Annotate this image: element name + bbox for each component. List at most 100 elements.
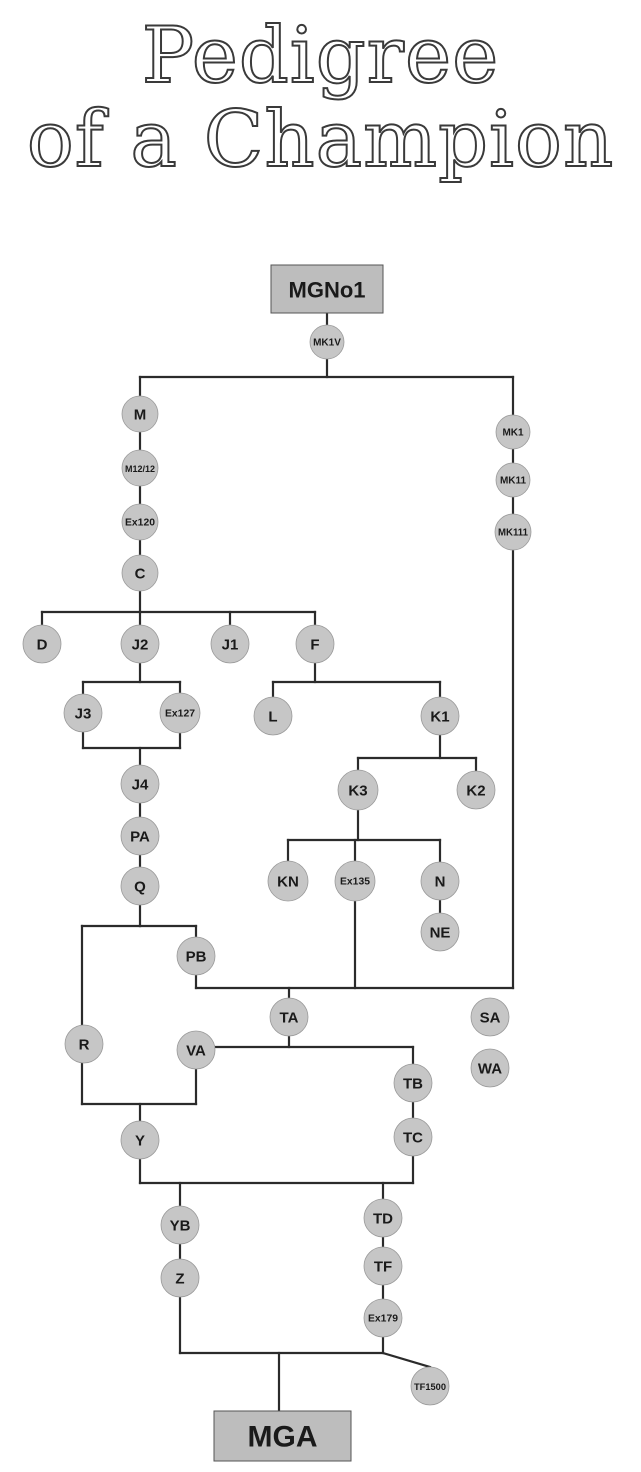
model-node-label: Ex127 [165, 709, 195, 720]
model-node-label: Y [135, 1133, 145, 1150]
model-node-f: F [295, 624, 335, 664]
model-node-tb: TB [393, 1063, 433, 1103]
model-node-mk1v: MK1V [309, 324, 345, 360]
model-node-pa: PA [120, 816, 160, 856]
model-box-mgno1: MGNo1 [270, 264, 384, 314]
model-node-circle [393, 1117, 433, 1157]
model-node-label: MK1 [502, 428, 524, 439]
model-node-label: C [135, 566, 146, 583]
model-node-label: J4 [132, 777, 149, 794]
model-node-circle [420, 696, 460, 736]
model-node-l: L [253, 696, 293, 736]
model-node-label: J1 [222, 637, 239, 654]
model-node-wa: WA [470, 1048, 510, 1088]
model-box-label: MGNo1 [289, 278, 366, 303]
model-node-tf1500: TF1500 [410, 1366, 450, 1406]
model-node-ex120: Ex120 [121, 503, 159, 541]
model-box-shape [270, 264, 384, 314]
model-node-circle [176, 1030, 216, 1070]
model-node-d: D [22, 624, 62, 664]
model-node-mk11: MK11 [495, 462, 531, 498]
model-node-circle [363, 1246, 403, 1286]
model-box-label: MGA [248, 1421, 318, 1454]
model-node-circle [410, 1366, 450, 1406]
model-node-circle [267, 860, 309, 902]
model-node-label: PB [186, 949, 207, 966]
model-node-m: M [121, 395, 159, 433]
model-node-circle [176, 936, 216, 976]
model-node-ta: TA [269, 997, 309, 1037]
model-node-label: NE [430, 925, 451, 942]
model-node-label: D [37, 637, 48, 654]
model-node-label: Ex120 [125, 518, 155, 529]
model-node-y: Y [120, 1120, 160, 1160]
model-node-ex179: Ex179 [363, 1298, 403, 1338]
model-node-circle [121, 395, 159, 433]
connector-lines [40, 293, 515, 1413]
model-node-ne: NE [420, 912, 460, 952]
model-node-mk1: MK1 [495, 414, 531, 450]
model-box-shape [213, 1410, 352, 1462]
model-node-kn: KN [267, 860, 309, 902]
model-node-label: M [134, 407, 147, 424]
model-node-label: F [310, 637, 319, 654]
title-line-2: of a Champion [26, 95, 615, 185]
model-node-label: K3 [348, 783, 367, 800]
model-node-k1: K1 [420, 696, 460, 736]
model-node-circle [363, 1198, 403, 1238]
model-node-circle [309, 324, 345, 360]
model-node-tf: TF [363, 1246, 403, 1286]
model-node-yb: YB [160, 1205, 200, 1245]
model-node-label: R [79, 1037, 90, 1054]
model-node-circle [337, 769, 379, 811]
model-node-circle [160, 1205, 200, 1245]
model-node-label: VA [186, 1043, 206, 1060]
model-node-ex127: Ex127 [159, 692, 201, 734]
model-node-label: N [435, 874, 446, 891]
model-node-m12-12: M12/12 [121, 449, 159, 487]
model-node-circle [420, 861, 460, 901]
model-node-circle [22, 624, 62, 664]
model-node-j3: J3 [63, 693, 103, 733]
model-node-label: J2 [132, 637, 149, 654]
model-node-sa: SA [470, 997, 510, 1037]
model-node-k2: K2 [456, 770, 496, 810]
model-node-n: N [420, 861, 460, 901]
model-node-circle [334, 860, 376, 902]
model-node-j4: J4 [120, 764, 160, 804]
model-node-label: J3 [75, 706, 92, 723]
model-node-td: TD [363, 1198, 403, 1238]
model-node-c: C [121, 554, 159, 592]
model-node-circle [495, 462, 531, 498]
model-node-circle [120, 816, 160, 856]
model-node-z: Z [160, 1258, 200, 1298]
model-node-pb: PB [176, 936, 216, 976]
model-node-va: VA [176, 1030, 216, 1070]
model-node-r: R [64, 1024, 104, 1064]
model-node-circle [63, 693, 103, 733]
model-node-label: MK11 [500, 476, 527, 487]
model-node-circle [253, 696, 293, 736]
model-box-mga: MGA [213, 1410, 352, 1462]
model-node-circle [420, 912, 460, 952]
model-node-circle [121, 449, 159, 487]
model-node-circle [120, 866, 160, 906]
model-node-ex135: Ex135 [334, 860, 376, 902]
model-node-circle [494, 513, 532, 551]
model-node-label: K2 [466, 783, 485, 800]
model-node-j2: J2 [120, 624, 160, 664]
model-node-label: WA [478, 1061, 502, 1078]
model-node-label: TF [374, 1259, 392, 1276]
model-node-circle [295, 624, 335, 664]
model-node-label: TD [373, 1211, 393, 1228]
model-node-label: L [268, 709, 277, 726]
model-node-label: KN [277, 874, 299, 891]
model-node-label: TC [403, 1130, 423, 1147]
model-node-label: Ex179 [368, 1314, 398, 1325]
model-node-circle [210, 624, 250, 664]
model-node-label: M12/12 [125, 464, 155, 474]
model-node-label: MK1V [313, 338, 341, 349]
model-node-k3: K3 [337, 769, 379, 811]
